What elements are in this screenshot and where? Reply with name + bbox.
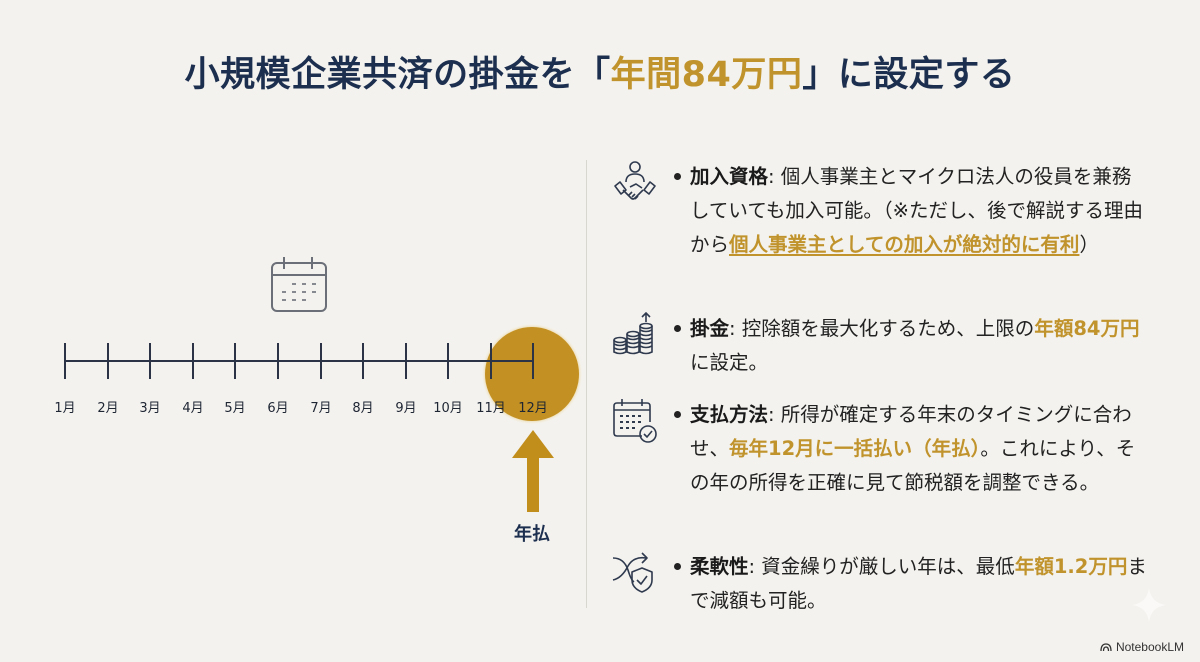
month-label: 3月	[139, 401, 161, 416]
timeline-tick	[447, 343, 449, 379]
timeline-tick	[149, 343, 151, 379]
month-label: 2月	[97, 401, 119, 416]
month-label: 7月	[310, 401, 332, 416]
up-arrow-icon	[512, 430, 554, 512]
month-label: 1月	[54, 401, 76, 416]
timeline-tick	[532, 343, 534, 379]
timeline-tick	[362, 343, 364, 379]
bullet	[674, 173, 681, 180]
month-labels: 1月 2月 3月 4月 5月 6月 7月 8月 9月 10月 11月 12月	[40, 397, 560, 419]
item-text: 加入資格: 個人事業主とマイクロ法人の役員を兼務していても加入可能。（※ただし、…	[690, 165, 1143, 256]
highlight-link-text: 個人事業主としての加入が絶対的に有利	[729, 233, 1080, 256]
timeline-tick	[192, 343, 194, 379]
coins-growth-icon	[613, 312, 653, 355]
month-label: 6月	[267, 401, 289, 416]
calendar-icon	[271, 257, 327, 312]
bullet	[674, 563, 681, 570]
notebooklm-logo-icon	[1100, 643, 1112, 652]
annual-payment-label: 年払	[514, 524, 550, 545]
timeline-tick	[107, 343, 109, 379]
handshake-person-icon	[614, 161, 656, 200]
month-label: 11月	[476, 401, 506, 416]
sparkle-icon	[1132, 588, 1166, 622]
bullet	[674, 325, 681, 332]
month-label: 8月	[352, 401, 374, 416]
timeline-tick	[320, 343, 322, 379]
calendar-check-icon	[613, 399, 657, 443]
timeline-tick	[405, 343, 407, 379]
timeline-tick	[64, 343, 66, 379]
timeline-axis	[64, 360, 533, 362]
month-label: 9月	[395, 401, 417, 416]
notebooklm-watermark: NotebookLM	[1100, 640, 1184, 654]
month-timeline	[60, 340, 540, 380]
shuffle-shield-icon	[612, 552, 653, 593]
month-label: 5月	[224, 401, 246, 416]
timeline-tick	[490, 343, 492, 379]
item-text: 支払方法: 所得が確定する年末のタイミングに合わせ、毎年12月に一括払い（年払）…	[690, 403, 1136, 494]
page-title: 小規模企業共済の掛金を「年間84万円」に設定する	[184, 55, 1016, 95]
bullet	[674, 411, 681, 418]
timeline-tick	[277, 343, 279, 379]
title-accent: 年間84万円	[610, 55, 803, 95]
timeline-tick	[234, 343, 236, 379]
month-label: 12月	[518, 401, 548, 416]
month-label: 4月	[182, 401, 204, 416]
month-label: 10月	[433, 401, 463, 416]
section-divider	[586, 160, 587, 608]
item-text: 掛金: 控除額を最大化するため、上限の年額84万円に設定。	[690, 317, 1140, 374]
item-text: 柔軟性: 資金繰りが厳しい年は、最低年額1.2万円まで減額も可能。	[690, 555, 1147, 612]
